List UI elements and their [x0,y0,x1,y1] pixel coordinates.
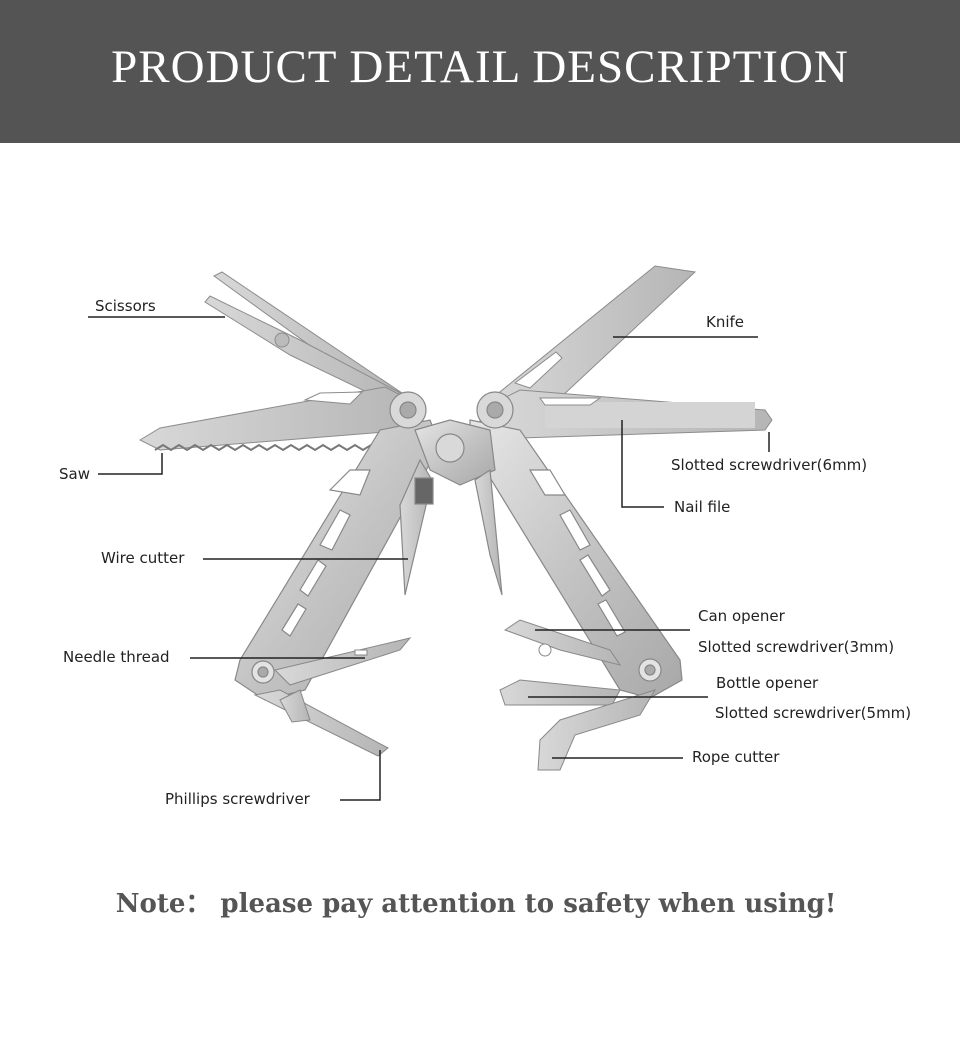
leader-phillips [340,750,381,801]
label-needle-thread: Needle thread [63,648,170,666]
label-knife: Knife [706,313,745,331]
label-slotted-screwdriver-6mm: Slotted screwdriver(6mm) [671,456,868,474]
label-bottle-opener: Bottle opener [716,674,819,692]
nail-file-tool [479,389,773,439]
label-scissors: Scissors [95,297,156,315]
label-can-opener: Can opener [698,607,785,625]
lower-right-tools [499,619,657,771]
label-nail-file: Nail file [674,498,731,516]
right-handle [469,419,683,699]
safety-note-text: Note： please pay attention to safety whe… [115,889,837,919]
label-slotted-screwdriver-3mm: Slotted screwdriver(3mm) [698,638,895,656]
saw-tool [138,386,421,452]
pliers-head [389,391,514,596]
label-phillips-screwdriver: Phillips screwdriver [165,790,310,808]
page-title: PRODUCT DETAIL DESCRIPTION [111,40,849,93]
header-banner: PRODUCT DETAIL DESCRIPTION [0,0,960,143]
leader-nail-file [621,420,664,508]
lower-left-tools [253,637,412,757]
leader-saw [98,453,163,475]
leader-lines [88,316,770,801]
safety-note: Note： please pay attention to safety whe… [0,883,960,920]
label-saw: Saw [59,465,90,483]
label-rope-cutter: Rope cutter [692,748,780,766]
left-handle [234,419,441,701]
multitool-illustration [88,265,773,801]
scissors-tool [204,271,411,411]
label-slotted-screwdriver-5mm: Slotted screwdriver(5mm) [715,704,912,722]
label-wire-cutter: Wire cutter [101,549,185,567]
